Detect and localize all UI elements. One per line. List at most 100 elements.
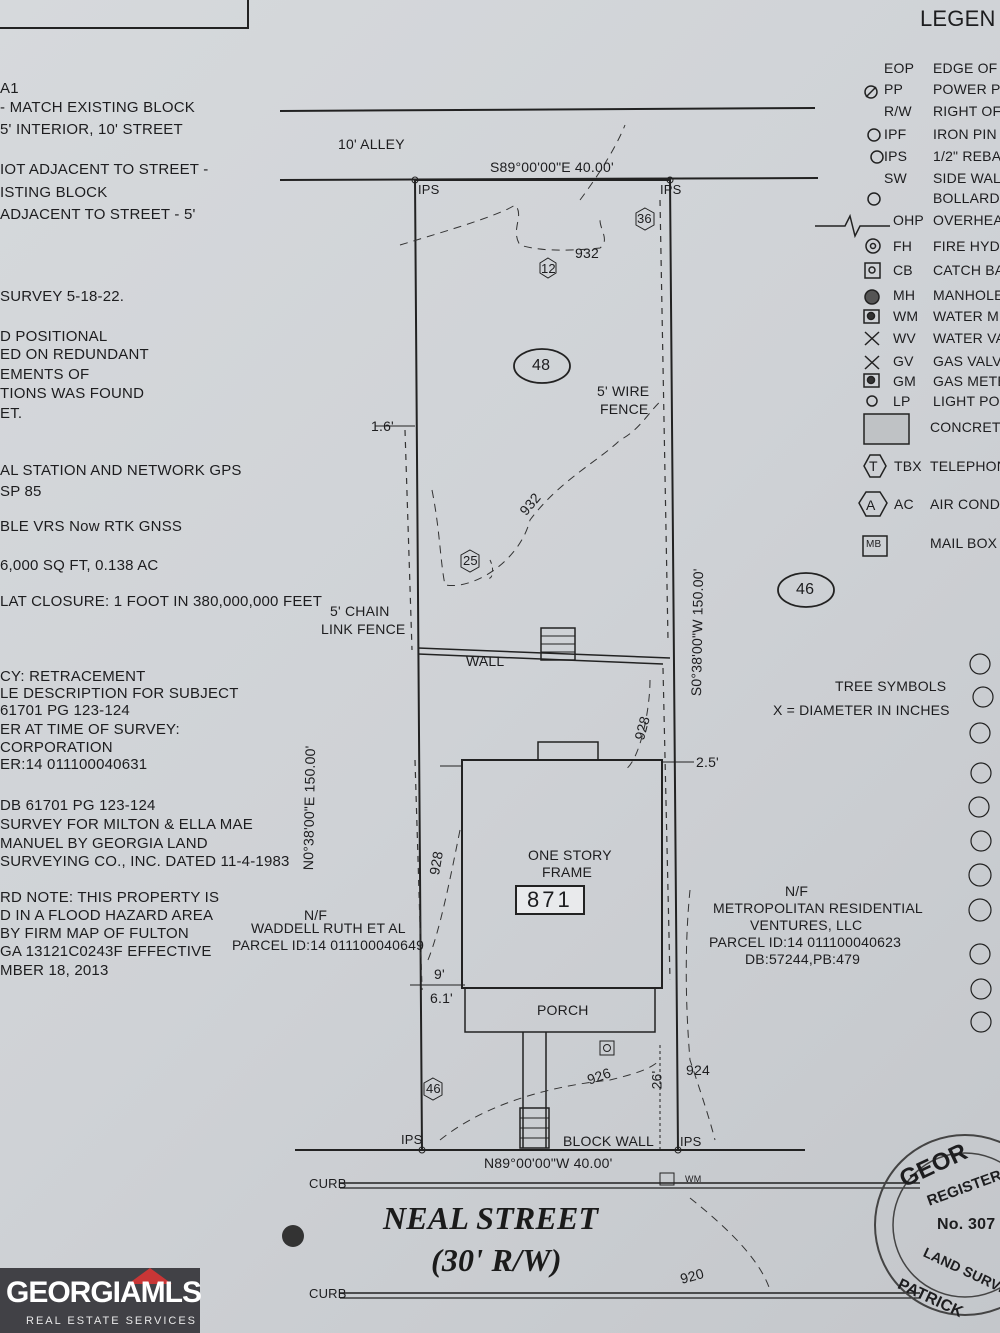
note-line: D POSITIONAL [0,328,108,345]
note-line: ER AT TIME OF SURVEY: [0,721,180,738]
contour-920 [689,1197,771,1291]
wire-fence [659,199,669,641]
legend-code: MH [893,287,916,303]
neighbor-right-5: DB:57244,PB:479 [745,951,861,967]
legend-label: WATER ME [933,308,1000,324]
legend-label: GAS METER [933,373,1000,389]
note-line: LE DESCRIPTION FOR SUBJECT [0,685,239,702]
note-line: ET. [0,405,23,422]
lot-46-ellipse [777,572,835,608]
note-line: - MATCH EXISTING BLOCK [0,99,195,116]
house-number: 871 [515,885,585,915]
telephone-box-icon: T [869,458,878,474]
wire-fence-label-2: FENCE [600,401,649,417]
contour-932-b [579,124,626,201]
legend-code: TBX [894,458,922,474]
note-line: BLE VRS Now RTK GNSS [0,518,183,535]
legend-code: WM [893,308,919,324]
note-line: CORPORATION [0,739,113,756]
meter-symbol [599,1040,615,1056]
neighbor-left-3: PARCEL ID:14 011100040649 [232,937,425,953]
porch-label: PORCH [537,1002,589,1018]
pin-se [674,1146,682,1154]
tree-25-symbol [460,549,480,573]
legend-label: MANHOLE [933,287,1000,303]
logo-roof-icon [128,1268,172,1284]
ips-nw: IPS [418,182,440,197]
legend-label: IRON PIN [933,126,997,142]
legend-code: WV [893,330,916,346]
wm-label: WM [685,1174,702,1184]
contour-924 [685,889,716,1141]
contour-932-c [431,399,663,587]
title-box-frame [0,0,249,29]
legend-label: TELEPHONE [930,458,1000,474]
tree-12-symbol [539,257,557,279]
note-line: MANUEL BY GEORGIA LAND [0,835,208,852]
tree-symbols-title: TREE SYMBOLS [835,678,947,694]
bearing-right: S0°38'00"W 150.00' [688,568,707,697]
legend-code: LP [893,393,911,409]
block-wall-label: BLOCK WALL [563,1133,654,1149]
note-line: ADJACENT TO STREET - 5' [0,206,196,223]
fence-west-lower [414,759,423,991]
note-line: A1 [0,80,19,97]
contour-928-b [427,829,461,961]
note-line: ISTING BLOCK [0,184,108,201]
note-line: SP 85 [0,483,42,500]
wall-label: WALL [466,653,505,669]
contour-928-a [624,679,651,771]
tree-46: 46 [426,1081,441,1096]
note-line: SURVEY 5-18-22. [0,288,125,305]
legend-label: CONCRETE [930,419,1000,435]
curb-label-top: CURB [309,1176,347,1191]
manhole-dot [282,1225,304,1247]
neighbor-right-3: VENTURES, LLC [750,917,863,933]
neighbor-right-1: N/F [785,883,809,899]
note-line: MBER 18, 2013 [0,962,109,979]
note-line: ED ON REDUNDANT [0,346,149,363]
legend-code: IPF [884,126,907,142]
georgia-mls-logo: GEORGIAMLS REAL ESTATE SERVICES [0,1268,202,1333]
ips-se: IPS [680,1134,702,1149]
legend-label: AIR CONDIT [930,496,1000,512]
chain-fence [404,429,413,651]
air-conditioner-icon: A [866,497,876,513]
offset-6-1-label: 6.1' [430,990,453,1006]
note-line: EMENTS OF [0,366,90,383]
legend-code: AC [894,496,914,512]
note-line: CY: RETRACEMENT [0,668,146,685]
pin-sw [418,1146,426,1154]
fence-east-lower [662,667,671,981]
contour-label-924: 924 [686,1062,710,1078]
tree-25: 25 [463,553,478,568]
surveyor-seal-inner [892,1152,1000,1298]
note-line: SURVEY FOR MILTON & ELLA MAE [0,816,253,833]
legend-label: SIDE WALK [933,170,1000,186]
legend-code: GM [893,373,916,389]
note-line: 6,000 SQ FT, 0.138 AC [0,557,159,574]
house-label-2: FRAME [542,864,592,880]
legend-label: OVERHEAD [933,212,1000,228]
note-line: SURVEYING CO., INC. DATED 11-4-1983 [0,853,290,870]
bearing-left: N0°38'00"E 150.00' [300,745,319,871]
legend-label: POWER PO [933,81,1000,97]
chain-fence-label-2: LINK FENCE [321,621,406,637]
ips-sw: IPS [401,1132,423,1147]
tree-12: 12 [541,261,556,276]
lot-48: 48 [532,357,551,374]
street-rw: (30' R/W) [431,1242,562,1278]
offset-26-label: 26' [648,1070,665,1090]
legend-code: EOP [884,60,915,76]
legend-code: PP [884,81,904,97]
note-line: BY FIRM MAP OF FULTON [0,925,189,942]
alley-line-top [279,107,816,112]
pin-nw [411,176,419,184]
chain-fence-label-1: 5' CHAIN [330,603,390,619]
logo-text: GEORGIAMLS [6,1276,202,1309]
pin-ne [666,176,674,184]
house-label-1: ONE STORY [528,847,612,863]
tree-46-symbol [423,1077,443,1101]
legend-code: SW [884,170,907,186]
